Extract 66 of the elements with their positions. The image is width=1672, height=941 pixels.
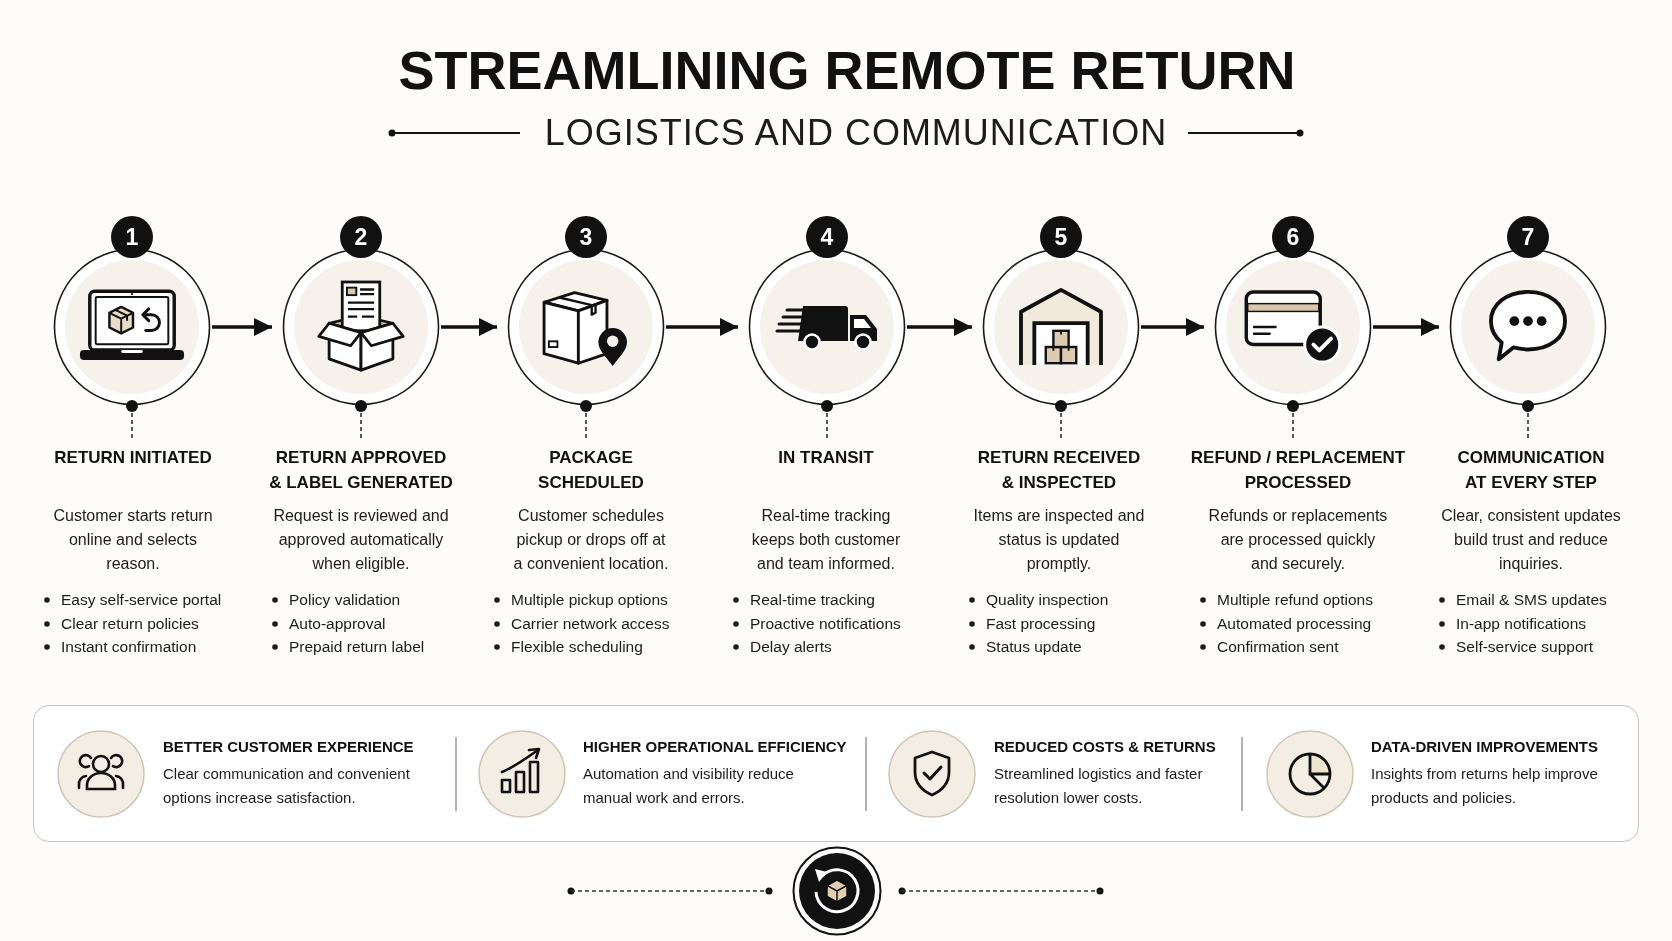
number-badge: 7	[1507, 216, 1549, 258]
step-description: Clear, consistent updates build trust and reduce inquiries.	[1440, 506, 1622, 574]
arrow	[1373, 318, 1439, 336]
benefit-title: BETTER CUSTOMER EXPERIENCE	[163, 737, 414, 757]
bullet-item: Automated processing	[1217, 613, 1372, 634]
benefit-description: Insights from returns help improve products and policies.	[1371, 764, 1599, 808]
step-description: Real-time tracking keeps both customer and team informed.	[750, 506, 902, 574]
step-circle	[748, 216, 906, 406]
step-title: COMMUNICATION AT EVERY STEP	[1456, 447, 1606, 494]
step-circle	[982, 216, 1140, 406]
step-title: PACKAGE SCHEDULED	[537, 447, 645, 494]
arrow	[212, 318, 272, 336]
bullet-item: Real-time tracking	[750, 590, 875, 610]
step-description: Customer schedules pickup or drops off at a convenient location.	[512, 506, 670, 574]
step-description: Customer starts return online and selects reason.	[52, 506, 214, 574]
step-circle	[1449, 216, 1607, 406]
bullet-item: Proactive notifications	[750, 613, 901, 634]
bullet-item: Clear return policies	[61, 613, 199, 634]
benefit-description: Streamlined logistics and faster resolution lower costs.	[994, 764, 1204, 808]
number-badge: 6	[1272, 216, 1314, 258]
step-title: RETURN INITIATED	[53, 447, 213, 469]
bullet-item: Email & SMS updates	[1456, 590, 1607, 610]
step-title: IN TRANSIT	[777, 447, 875, 469]
step-title: RETURN RECEIVED & INSPECTED	[976, 447, 1142, 494]
benefit-title: HIGHER OPERATIONAL EFFICIENCY	[583, 737, 847, 757]
bullet-item: Carrier network access	[511, 613, 670, 634]
step-circle	[53, 216, 211, 406]
number-badge: 5	[1040, 216, 1082, 258]
step-circle	[282, 216, 440, 406]
step-description: Items are inspected and status is updated promptly.	[972, 506, 1146, 574]
step-description: Request is reviewed and approved automatically when eligible.	[272, 506, 450, 574]
bullet-item: Confirmation sent	[1217, 637, 1339, 657]
benefit-description: Clear communication and convenient options increase satisfaction.	[163, 764, 411, 808]
arrow	[666, 318, 738, 336]
bullet-item: Self-service support	[1456, 637, 1593, 657]
bullet-item: In-app notifications	[1456, 613, 1587, 634]
number-badge: 4	[806, 216, 848, 258]
bullet-item: Status update	[986, 637, 1082, 657]
number-badge: 1	[111, 216, 153, 258]
number-badge: 3	[565, 216, 607, 258]
bullet-item: Policy validation	[289, 590, 401, 610]
bullet-item: Multiple refund options	[1217, 590, 1373, 610]
bullet-item: Quality inspection	[986, 590, 1109, 610]
benefits-panel	[33, 705, 1639, 842]
bullet-item: Easy self-service portal	[61, 590, 222, 610]
subtitle: LOGISTICS AND COMMUNICATION	[544, 111, 1168, 155]
bullet-item: Flexible scheduling	[511, 637, 643, 657]
bullet-item: Auto-approval	[289, 613, 386, 634]
step-title: REFUND / REPLACEMENT PROCESSED	[1189, 447, 1407, 494]
bullet-item: Multiple pickup options	[511, 590, 668, 610]
step-circle	[1214, 216, 1372, 406]
arrow	[1141, 318, 1204, 336]
bullet-item: Delay alerts	[750, 637, 832, 657]
step-description: Refunds or replacements are processed quickly and securely.	[1207, 506, 1389, 574]
bullet-item: Instant confirmation	[61, 637, 197, 657]
title: STREAMLINING REMOTE RETURN	[398, 39, 1296, 102]
step-circle	[507, 216, 665, 406]
benefit-title: DATA-DRIVEN IMPROVEMENTS	[1371, 737, 1598, 757]
step-title: RETURN APPROVED & LABEL GENERATED	[268, 447, 454, 494]
benefit-title: REDUCED COSTS & RETURNS	[994, 737, 1216, 757]
benefit-description: Automation and visibility reduce manual work and errors.	[583, 764, 795, 808]
arrow	[907, 318, 972, 336]
bullet-item: Prepaid return label	[289, 637, 425, 657]
number-badge: 2	[340, 216, 382, 258]
arrow	[441, 318, 497, 336]
bullet-item: Fast processing	[986, 613, 1096, 634]
